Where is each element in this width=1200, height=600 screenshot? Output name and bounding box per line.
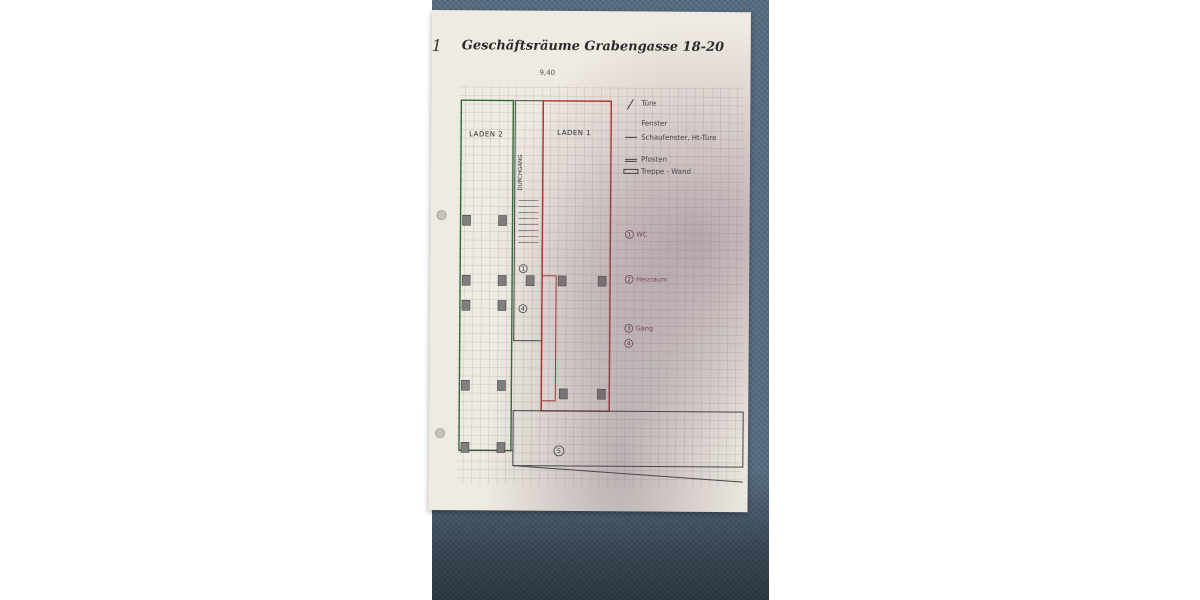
corridor-label: DURCHGANG — [517, 154, 524, 191]
legend-item-post: Pfosten — [640, 155, 668, 164]
stair-wall — [540, 275, 557, 402]
annotation-number-2: 2 — [627, 276, 631, 283]
room-number-5: 5 — [557, 448, 561, 455]
legend-item-window: Fenster — [641, 119, 668, 128]
stair-steps — [518, 200, 539, 244]
annotation-markers — [624, 229, 634, 348]
paper-sheet: 1 Geschäftsräume Grabengasse 18-20 9,40 — [428, 10, 751, 513]
annotation-wc: WC — [636, 230, 648, 239]
room-number-4: 4 — [521, 306, 525, 313]
annotation-heizraum: Heizraum — [636, 275, 668, 284]
legend-item-shopwindow: Schaufenster, Ht-Türe — [641, 133, 717, 142]
laden-2-label: LADEN 2 — [469, 130, 504, 139]
legend-symbols — [623, 99, 639, 174]
legend-item-door: Türe — [641, 99, 657, 108]
floor-plan: 1 4 5 1 2 3 4 — [456, 85, 745, 488]
laden-1-label: LADEN 1 — [557, 128, 592, 138]
annotation-number-4: 4 — [627, 340, 631, 347]
room-number-text: 1 4 5 1 2 3 4 — [521, 231, 632, 455]
annotation-number-1: 1 — [627, 231, 631, 238]
legend-item-stairwall: Treppe - Wand — [640, 167, 691, 176]
pillars — [460, 214, 607, 453]
annotation-number-3: 3 — [627, 325, 631, 332]
annotation-gang: Gang — [635, 324, 654, 333]
room-number-markers — [518, 264, 565, 457]
lower-annex — [512, 410, 744, 468]
room-number-1: 1 — [521, 266, 525, 273]
